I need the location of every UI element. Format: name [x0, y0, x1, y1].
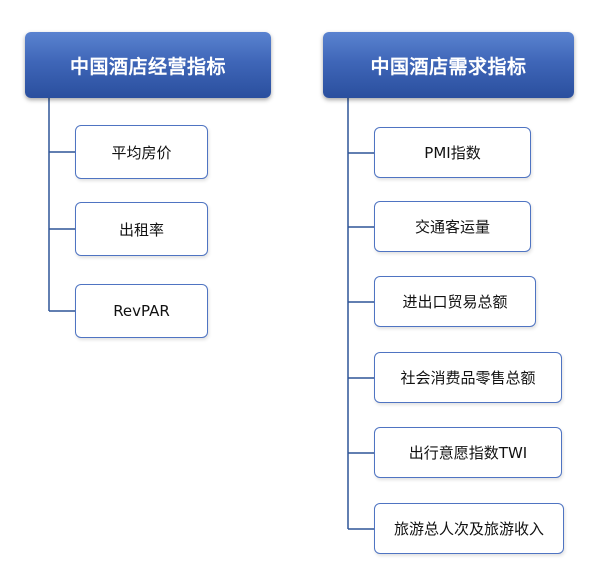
item-label: 社会消费品零售总额 [400, 369, 536, 387]
item-label: RevPAR [113, 302, 170, 320]
passenger-traffic-box: 交通客运量 [374, 201, 531, 252]
retail-sales-box: 社会消费品零售总额 [374, 352, 562, 403]
import-export-trade-box: 进出口贸易总额 [374, 276, 536, 327]
item-label: 旅游总人次及旅游收入 [393, 520, 544, 538]
operations-indicators-title: 中国酒店经营指标 [69, 55, 226, 78]
travel-intention-index-box: 出行意愿指数TWI [374, 427, 562, 478]
tourism-total-box: 旅游总人次及旅游收入 [374, 503, 564, 554]
demand-indicators-header: 中国酒店需求指标 [323, 32, 574, 98]
item-label: 出行意愿指数TWI [408, 444, 528, 462]
pmi-index-box: PMI指数 [374, 127, 531, 178]
occupancy-rate-box: 出租率 [75, 202, 208, 256]
item-label: 出租率 [118, 220, 164, 239]
demand-indicators-title: 中国酒店需求指标 [370, 55, 527, 78]
revpar-box: RevPAR [75, 284, 208, 338]
item-label: 交通客运量 [414, 218, 490, 236]
item-label: PMI指数 [424, 144, 481, 162]
item-label: 平均房价 [111, 143, 172, 162]
operations-indicators-header: 中国酒店经营指标 [25, 32, 271, 98]
average-room-rate-box: 平均房价 [75, 125, 208, 179]
item-label: 进出口贸易总额 [402, 293, 508, 311]
